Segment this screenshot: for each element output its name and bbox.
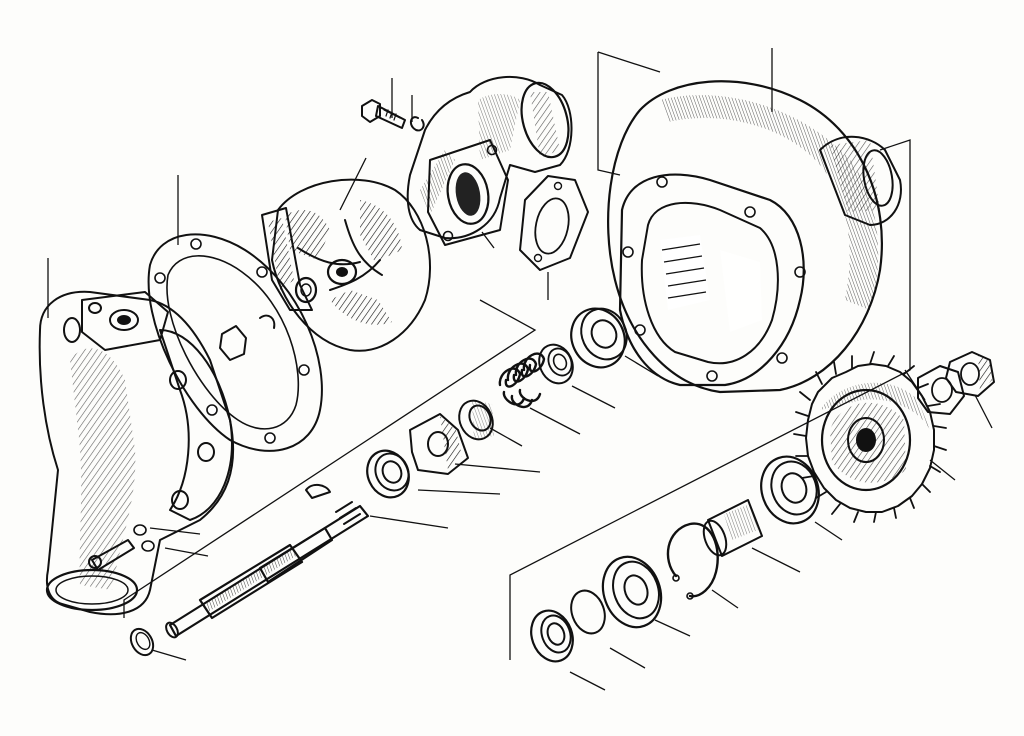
lock-washer (917, 365, 965, 415)
shaft-end-ring (129, 627, 155, 657)
woodruff-key (305, 484, 331, 499)
pump-housing (38, 290, 235, 616)
ball-bearing-outer (760, 455, 820, 525)
bolt (361, 99, 406, 129)
spring-washer (410, 116, 425, 132)
bearing-rear (601, 555, 663, 629)
spacer-ring (538, 343, 574, 385)
seal-ring (530, 609, 574, 663)
ball-bearing-small (366, 449, 410, 499)
leader-lines (47, 48, 993, 691)
bushing (458, 399, 494, 441)
spring (498, 352, 546, 409)
flange-gasket (519, 175, 589, 271)
elbow-pipe (406, 75, 573, 246)
gear-casing (607, 80, 902, 394)
housing-gasket (147, 233, 323, 452)
nut (945, 351, 995, 397)
drive-gear (793, 351, 947, 523)
ball-bearing-large (570, 307, 628, 369)
lock-plate (409, 413, 469, 475)
sleeve (702, 499, 763, 557)
thrust-washer (570, 589, 606, 635)
shaft (165, 501, 370, 639)
circlip (666, 522, 719, 600)
impeller (261, 178, 432, 352)
